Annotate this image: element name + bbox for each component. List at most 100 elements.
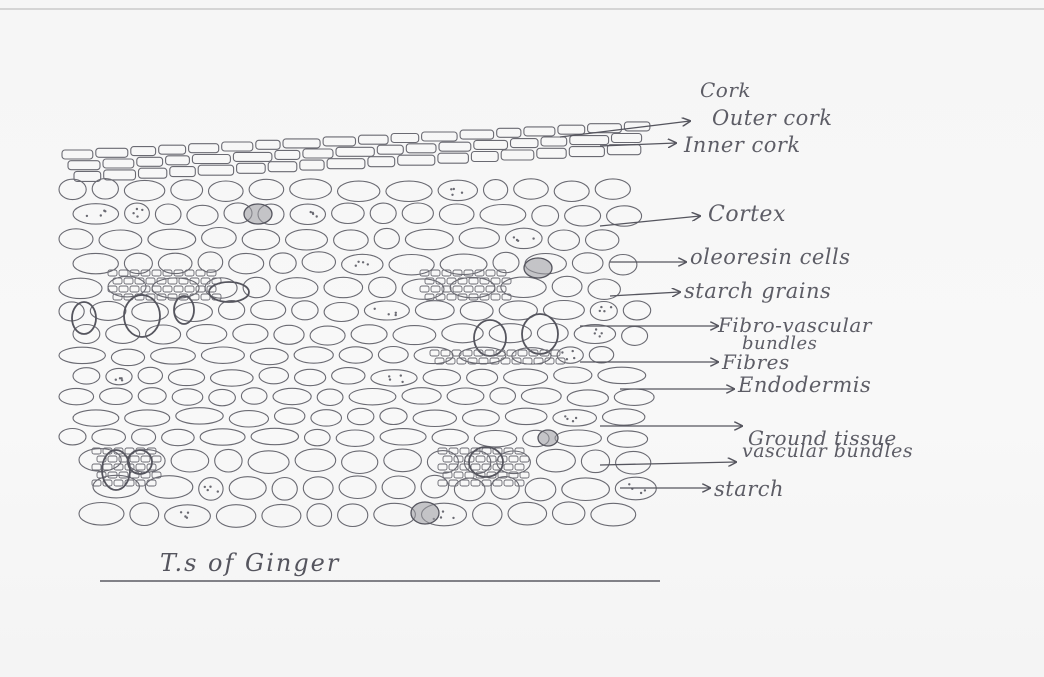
starch-grain	[452, 517, 454, 519]
label-outer-cork: Outer cork	[712, 106, 833, 130]
cork-cell	[303, 149, 333, 158]
ground-tissue-cell	[463, 410, 500, 426]
ground-tissue-cell	[553, 502, 585, 525]
ground-tissue-cell	[162, 429, 195, 445]
tissue-cells	[59, 122, 656, 527]
phloem-cell	[168, 278, 177, 284]
cork-cell	[96, 148, 128, 157]
cortex-cell	[155, 204, 181, 224]
cork-cell	[283, 139, 320, 148]
phloem-cell	[146, 278, 155, 284]
cortex-cell	[402, 203, 433, 223]
phloem-cell	[453, 270, 462, 276]
ground-tissue-cell	[332, 368, 365, 384]
vessel	[469, 447, 503, 477]
phloem-cell	[504, 464, 513, 470]
cork-cell	[607, 145, 640, 155]
ground-tissue-cell	[614, 389, 654, 405]
ground-tissue-cell	[59, 429, 86, 445]
cork-cell	[139, 168, 167, 178]
cortex-cell	[59, 229, 93, 249]
cortex-cell	[59, 278, 102, 298]
starch-grain	[573, 357, 575, 359]
cortex-cell	[270, 253, 297, 273]
cortex-cell	[99, 230, 142, 250]
cork-cell	[131, 147, 156, 156]
cork-cell	[189, 144, 219, 153]
starch-grain	[513, 236, 515, 238]
phloem-cell	[152, 456, 161, 462]
phloem-cell	[431, 270, 440, 276]
fibre-cell	[106, 324, 140, 343]
cork-cell	[612, 134, 642, 143]
cortex-cell	[198, 252, 223, 272]
phloem-cell	[103, 464, 112, 470]
ground-tissue-cell	[100, 388, 133, 404]
vessel	[72, 302, 96, 334]
starch-grain	[532, 237, 534, 239]
cortex-cell	[209, 181, 244, 201]
fibre-cell	[187, 325, 227, 344]
oleoresin-cell	[524, 258, 552, 278]
ground-tissue-cell	[229, 477, 266, 500]
cortex-cell	[324, 277, 363, 297]
phloem-cell	[504, 480, 513, 486]
phloem-cell	[185, 286, 194, 292]
cork-cell	[558, 125, 585, 134]
phloem-cell	[163, 286, 172, 292]
cortex-cell	[202, 228, 237, 248]
cork-cell	[275, 150, 300, 159]
starch-grain	[461, 192, 463, 194]
cork-cell	[233, 152, 272, 161]
starch-grain	[367, 263, 369, 265]
ground-tissue-cell	[402, 388, 441, 404]
ground-tissue-cell	[473, 503, 502, 526]
starch-grain	[401, 381, 403, 383]
cortex-cell	[480, 205, 526, 225]
phloem-cell	[136, 480, 145, 486]
phloem-cell	[464, 270, 473, 276]
ground-tissue-cell	[336, 430, 374, 446]
phloem-cell	[136, 464, 145, 470]
ground-tissue-cell	[384, 449, 422, 472]
ground-tissue-cell	[250, 348, 288, 364]
cortex-cell	[572, 253, 603, 273]
starch-grain	[100, 214, 102, 216]
starch-grain	[453, 188, 455, 190]
cortex-cell	[92, 179, 118, 199]
cortex-cell	[459, 228, 499, 248]
ground-tissue-cell	[553, 410, 597, 426]
ground-tissue-cell	[567, 390, 608, 406]
starch-grain	[572, 420, 574, 422]
cork-cell	[222, 142, 253, 151]
ground-tissue-cell	[413, 410, 456, 426]
phloem-cell	[431, 286, 440, 292]
cork-cell	[137, 157, 163, 166]
cortex-cell	[595, 179, 630, 199]
ground-tissue-cell	[339, 347, 372, 363]
ground-tissue-cell	[145, 476, 192, 499]
ground-tissue-cell	[447, 388, 484, 404]
cortex-cell	[290, 204, 325, 224]
cortex-cell	[338, 181, 380, 201]
starch-grain	[442, 510, 444, 512]
starch-grain	[312, 212, 314, 214]
ground-tissue-cell	[521, 388, 561, 404]
fibre-cell	[310, 326, 345, 345]
ground-tissue-cell	[348, 408, 374, 424]
cork-cell	[237, 163, 266, 173]
ground-tissue-cell	[616, 451, 651, 474]
cortex-cell	[148, 229, 196, 249]
starch-grain	[115, 379, 117, 381]
phloem-cell	[438, 480, 447, 486]
fibre-cell	[364, 301, 409, 320]
cortex-cell	[286, 230, 328, 250]
phloem-cell	[207, 270, 216, 276]
cortex-cell	[514, 179, 549, 199]
starch-grain	[316, 215, 318, 217]
cortex-cell	[276, 278, 318, 298]
ground-tissue-cell	[505, 408, 547, 424]
ground-tissue-cell	[275, 408, 305, 424]
fibre-cell	[623, 301, 650, 320]
starch-grain	[374, 308, 376, 310]
